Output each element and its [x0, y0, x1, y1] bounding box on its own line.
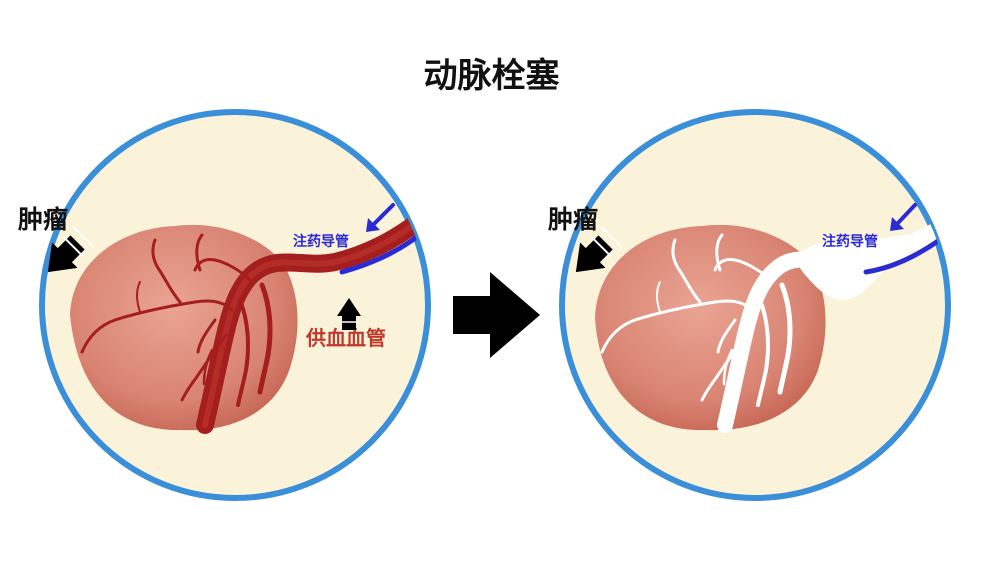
after-catheter-pointer-arrow-icon — [890, 203, 917, 231]
page-title: 动脉栓塞 — [423, 56, 560, 96]
before-tumor-pointer-arrow-icon — [47, 226, 94, 273]
after-tumor-label: 肿瘤 — [548, 205, 598, 234]
before-vessel-pointer-arrow-icon — [337, 298, 361, 330]
before-tumor-label: 肿瘤 — [18, 205, 68, 234]
right-arrow-icon — [453, 272, 540, 358]
after-catheter — [863, 233, 948, 275]
after-tumor-pointer-arrow-icon — [575, 226, 622, 273]
after-embolic-material — [797, 234, 936, 301]
after-panel: 肿瘤 注药导管 — [548, 109, 951, 501]
before-catheter-label: 注药导管 — [293, 233, 349, 250]
before-catheter-pointer-arrow-icon — [366, 203, 395, 232]
before-panel: 肿瘤 注药导管 供血血管 — [18, 109, 431, 501]
after-catheter-label: 注药导管 — [822, 233, 878, 250]
before-feeding-vessel — [80, 211, 428, 434]
